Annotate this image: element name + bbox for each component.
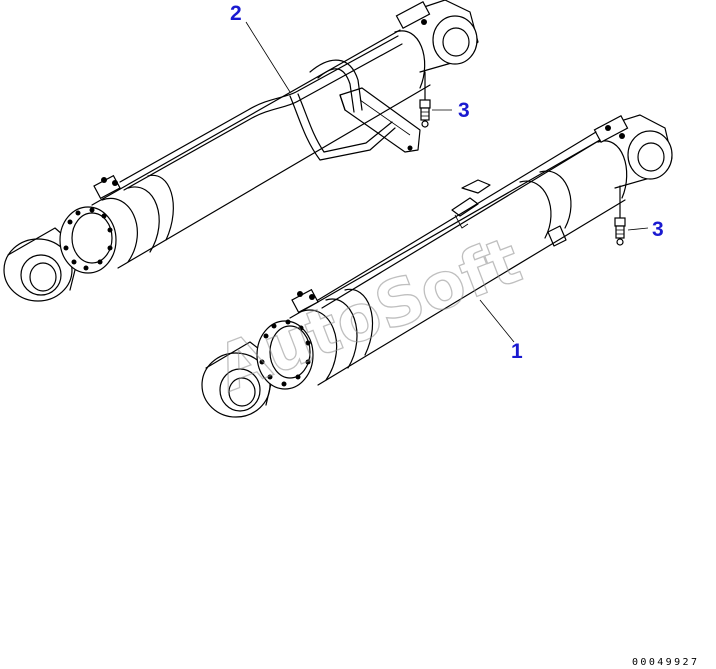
leader-line-1 <box>479 299 515 343</box>
rod-eye-left-1 <box>201 341 277 418</box>
document-number: 00049927 <box>632 657 699 668</box>
cylinder-assembly-2 <box>3 0 479 302</box>
callout-1: 1 <box>511 340 523 363</box>
tube-clamp-1 <box>461 179 567 247</box>
bottom-eye-right-1 <box>593 114 673 189</box>
cylinder-tube-2 <box>91 29 431 269</box>
leader-line-2 <box>245 21 291 93</box>
grease-fitting-3a <box>419 71 431 128</box>
bottom-eye-right-2 <box>395 0 479 73</box>
clamp-bracket-2 <box>339 87 421 153</box>
hydraulic-pipe-2 <box>119 35 403 191</box>
callout-3-upper: 3 <box>458 99 470 122</box>
hydraulic-pipe-1 <box>317 131 601 309</box>
grease-fitting-3b <box>614 185 626 246</box>
leader-lines <box>245 21 649 343</box>
cylinder-assembly-1 <box>201 114 673 418</box>
watermark-text: AutoSoft <box>207 224 531 407</box>
callout-2: 2 <box>230 2 242 25</box>
head-flange-1 <box>256 319 314 390</box>
callout-3-lower: 3 <box>652 218 664 241</box>
leader-line-3b <box>627 227 649 231</box>
head-flange-2 <box>59 206 117 274</box>
cylinder-tube-1 <box>289 139 628 386</box>
